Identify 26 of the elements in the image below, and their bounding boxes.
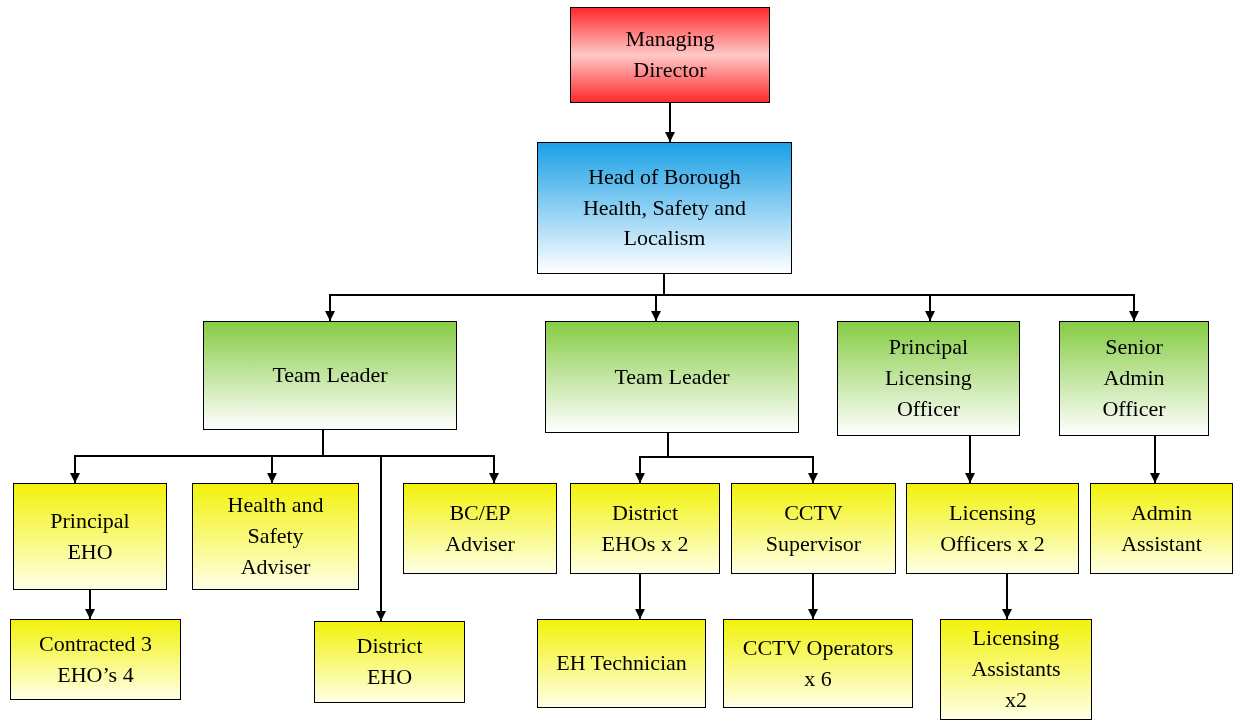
role-box: Health and Safety Adviser xyxy=(192,483,359,590)
role-box: District EHO xyxy=(314,621,465,703)
role-box: District EHOs x 2 xyxy=(570,483,720,574)
role-box: Senior Admin Officer xyxy=(1059,321,1209,436)
connector-arrow xyxy=(667,432,818,484)
role-box: Managing Director xyxy=(570,7,770,103)
role-box: Team Leader xyxy=(203,321,457,430)
role-box: Licensing Assistants x2 xyxy=(940,619,1092,720)
connector-arrow xyxy=(808,573,818,620)
connector-arrow xyxy=(1002,573,1012,620)
connector-arrow xyxy=(635,573,645,620)
role-box: Principal EHO xyxy=(13,483,167,590)
connector-arrow xyxy=(665,102,675,143)
role-box: Principal Licensing Officer xyxy=(837,321,1020,436)
connector-arrow xyxy=(1150,435,1160,484)
role-box: Contracted 3 EHO’s 4 xyxy=(10,619,181,700)
role-box: Admin Assistant xyxy=(1090,483,1233,574)
connector-arrow xyxy=(85,589,95,620)
connector-arrow xyxy=(965,435,975,484)
role-box: Licensing Officers x 2 xyxy=(906,483,1079,574)
role-box: CCTV Operators x 6 xyxy=(723,619,913,708)
role-box: EH Technician xyxy=(537,619,706,708)
role-box: BC/EP Adviser xyxy=(403,483,557,574)
role-box: Team Leader xyxy=(545,321,799,433)
role-box: CCTV Supervisor xyxy=(731,483,896,574)
role-box: Head of Borough Health, Safety and Localism xyxy=(537,142,792,274)
